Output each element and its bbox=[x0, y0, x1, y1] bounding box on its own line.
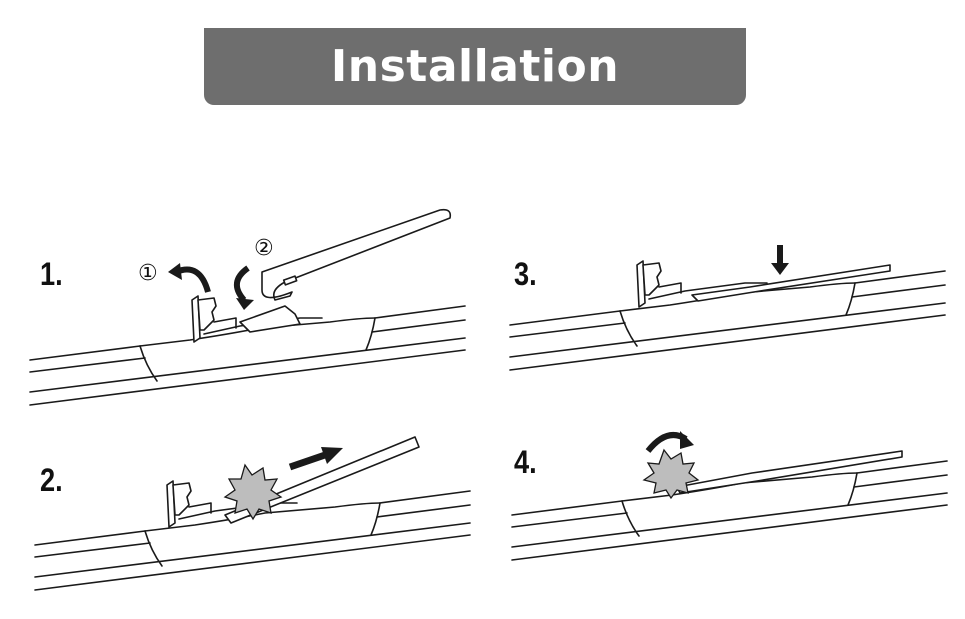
wiper-arm bbox=[691, 264, 891, 302]
arrowhead bbox=[771, 263, 789, 275]
click-burst-icon bbox=[642, 448, 700, 500]
arrowhead bbox=[236, 298, 254, 310]
rotate-arrow-2-icon bbox=[234, 265, 250, 302]
title-banner: Installation bbox=[204, 28, 746, 105]
page-title: Installation bbox=[330, 41, 620, 92]
wiper-arm bbox=[676, 450, 903, 494]
step-3-label: 3. bbox=[514, 256, 537, 292]
marker-2: ② bbox=[254, 236, 274, 261]
arrowhead bbox=[680, 431, 694, 449]
arrowhead bbox=[168, 263, 182, 280]
step-2-label: 2. bbox=[40, 462, 63, 498]
step-2-diagram bbox=[34, 436, 471, 591]
slide-arrow-icon bbox=[288, 451, 327, 471]
step-1-label: 1. bbox=[40, 256, 63, 292]
click-burst-icon bbox=[223, 463, 283, 521]
step-4-label: 4. bbox=[514, 444, 537, 480]
wiper-arm bbox=[261, 208, 452, 301]
arm-slot bbox=[282, 275, 298, 286]
step-1-diagram: ① ② bbox=[29, 208, 466, 406]
step-3-diagram bbox=[509, 245, 946, 371]
wiper-blade bbox=[511, 460, 948, 561]
marker-1: ① bbox=[138, 261, 158, 286]
adapter bbox=[239, 305, 301, 333]
wiper-arm bbox=[224, 436, 420, 524]
arrowhead bbox=[321, 447, 343, 464]
step-4-diagram bbox=[511, 431, 948, 561]
